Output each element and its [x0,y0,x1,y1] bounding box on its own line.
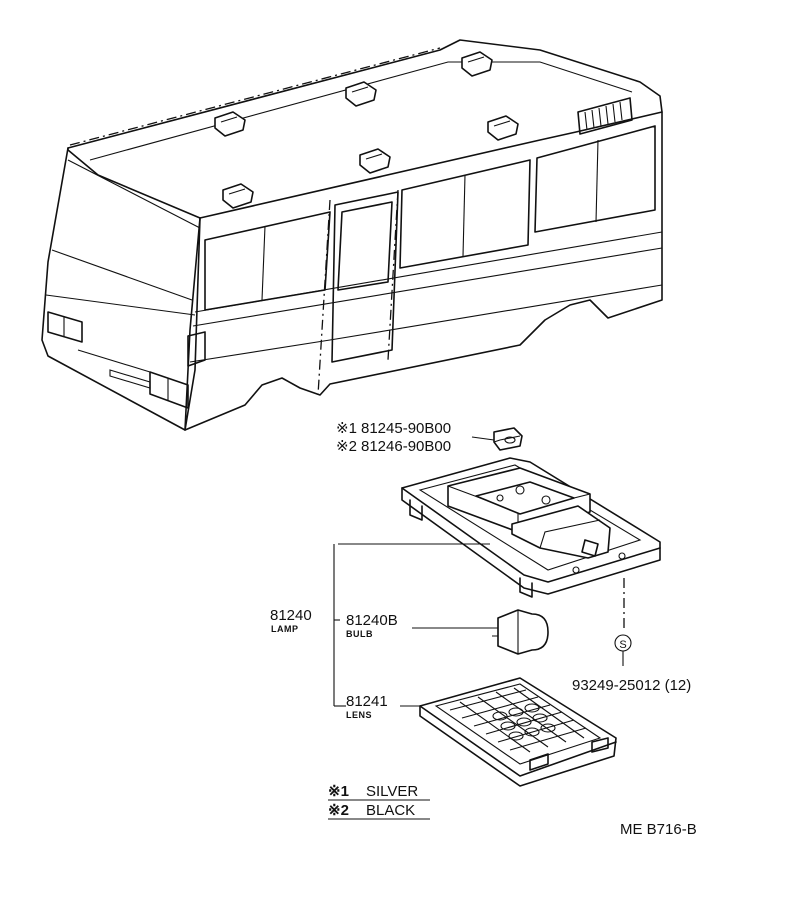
part-labels: ※1 81245-90B00 ※2 81246-90B00 81240 LAMP… [270,420,691,720]
clip-part [493,427,523,451]
legend-silver-mark: ※1 [328,783,349,800]
bulb-number: 81240B [346,612,398,629]
screw-symbol: S [619,639,626,651]
roof-lamp-icons [214,51,519,209]
clip-silver-mark: ※1 [336,420,357,437]
legend-black-text: BLACK [366,802,415,819]
lens-name: LENS [346,710,372,720]
bus-body-illustration [41,39,663,431]
bulb-name: BULB [346,629,373,639]
clip-black-number: 81246-90B00 [361,438,451,455]
lens-part [419,677,617,787]
bulb-part [492,609,549,655]
lamp-housing-part [401,457,661,598]
legend-black-mark: ※2 [328,802,349,819]
clip-silver-number: 81245-90B00 [361,420,451,437]
lamp-number: 81240 [270,607,312,624]
lens-number: 81241 [346,693,388,710]
legend-silver-text: SILVER [366,783,418,800]
legend: ※1 SILVER ※2 BLACK [328,783,430,820]
clip-black-mark: ※2 [336,438,357,455]
reference-code: ME B716-B [620,821,697,838]
leader-lines [333,436,495,707]
lamp-name: LAMP [271,624,299,634]
screw-number: 93249-25012 (12) [572,677,691,694]
